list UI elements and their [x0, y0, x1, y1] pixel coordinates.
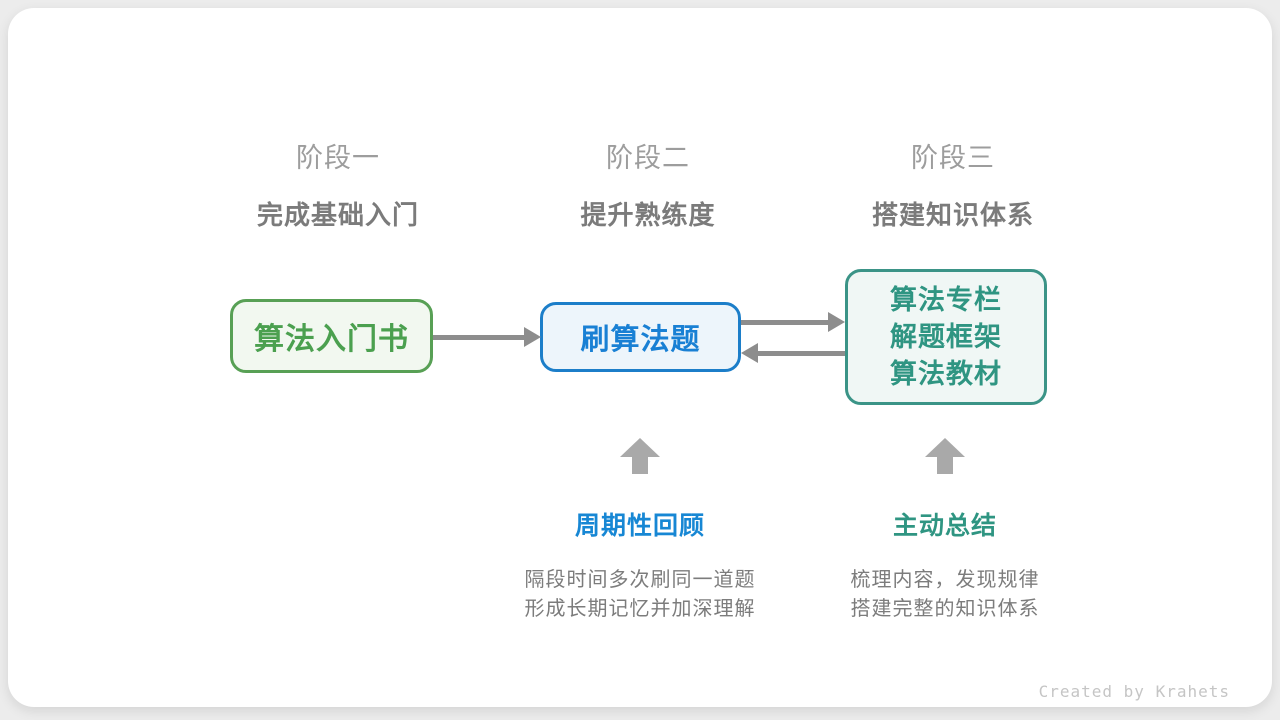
node-resources-line-3: 算法教材 — [890, 358, 1002, 389]
arrow-practice-to-resources-icon — [741, 312, 845, 332]
stage-2-label: 阶段二 — [606, 143, 690, 173]
annotation-summary-desc-line-2: 搭建完整的知识体系 — [850, 598, 1040, 620]
annotation-review-desc-line-2: 形成长期记忆并加深理解 — [524, 598, 756, 620]
stage-2-header-group: 阶段二 提升熟练度 — [528, 136, 768, 232]
node-practice: 刷算法题 — [540, 302, 741, 372]
arrow-intro-to-practice-icon — [433, 327, 541, 347]
node-resources: 算法专栏 解题框架 算法教材 — [845, 269, 1047, 405]
arrow-resources-to-practice-icon — [741, 343, 845, 363]
stage-1-header-group: 阶段一 完成基础入门 — [218, 136, 458, 232]
annotation-summary: 主动总结 梳理内容，发现规律 搭建完整的知识体系 — [815, 506, 1075, 624]
stage-3-header-group: 阶段三 搭建知识体系 — [833, 136, 1073, 232]
node-intro-book: 算法入门书 — [230, 299, 433, 373]
annotation-summary-desc-line-1: 梳理内容，发现规律 — [850, 569, 1040, 591]
up-arrow-summary-icon — [925, 438, 965, 474]
annotation-summary-desc: 梳理内容，发现规律 搭建完整的知识体系 — [815, 566, 1075, 624]
annotation-summary-title: 主动总结 — [892, 512, 997, 540]
node-practice-text: 刷算法题 — [580, 324, 701, 356]
node-resources-line-1: 算法专栏 — [890, 284, 1002, 315]
annotation-review: 周期性回顾 隔段时间多次刷同一道题 形成长期记忆并加深理解 — [510, 506, 770, 624]
credit-text: Created by Krahets — [1038, 682, 1230, 701]
annotation-review-desc-line-1: 隔段时间多次刷同一道题 — [524, 569, 756, 591]
annotation-review-desc: 隔段时间多次刷同一道题 形成长期记忆并加深理解 — [510, 566, 770, 624]
stage-3-subtitle: 搭建知识体系 — [871, 200, 1034, 230]
stage-2-subtitle: 提升熟练度 — [580, 200, 716, 230]
stage-3-label: 阶段三 — [911, 143, 995, 173]
stage-1-subtitle: 完成基础入门 — [256, 200, 419, 230]
up-arrow-review-icon — [620, 438, 660, 474]
diagram-card: 阶段一 完成基础入门 阶段二 提升熟练度 阶段三 搭建知识体系 算法入门书 刷算… — [8, 8, 1272, 707]
annotation-review-title: 周期性回顾 — [574, 512, 705, 540]
node-intro-book-text: 算法入门书 — [254, 323, 409, 356]
stage-1-label: 阶段一 — [296, 143, 380, 173]
node-resources-line-2: 解题框架 — [890, 321, 1002, 352]
